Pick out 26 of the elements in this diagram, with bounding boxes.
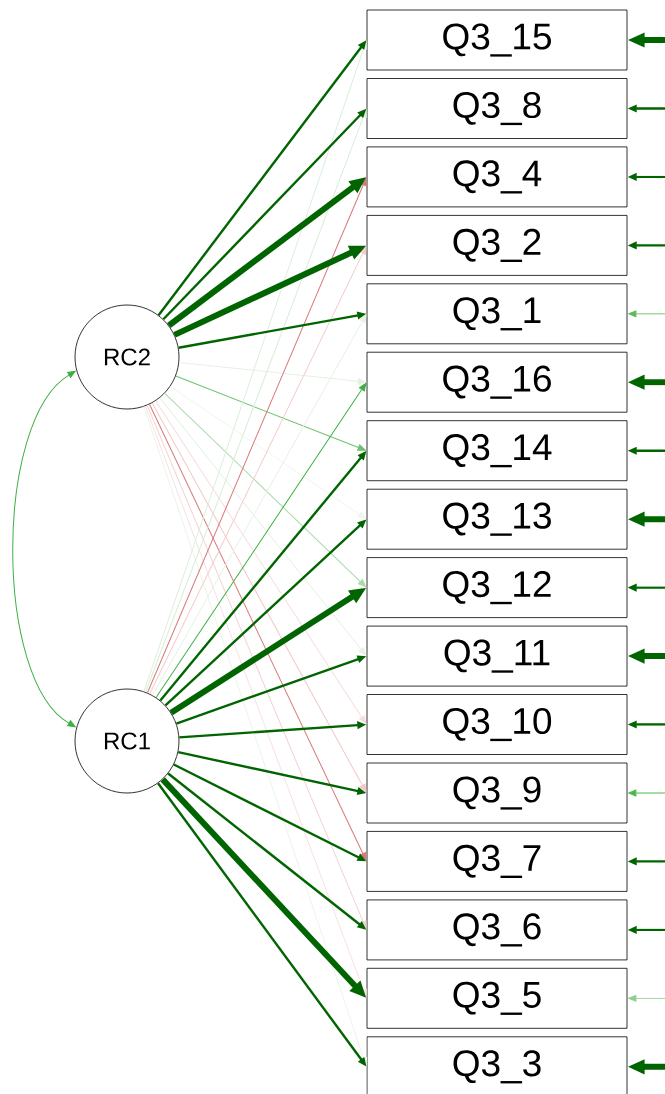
arrow [178,362,366,385]
indicator-box: Q3_12 [366,557,628,618]
arrow [152,314,367,696]
arrow [12,370,76,728]
indicator-box: Q3_7 [366,831,628,892]
indicator-box: Q3_3 [366,1036,628,1094]
indicator-box: Q3_8 [366,78,628,139]
arrow [628,789,665,797]
indicator-box: Q3_2 [366,215,628,276]
indicator-box: Q3_14 [366,420,628,482]
indicator-box: Q3_5 [366,967,628,1029]
indicator-box: Q3_6 [366,899,628,961]
indicator-box: Q3_1 [366,283,628,345]
indicator-box: Q3_11 [366,625,628,687]
arrow [169,385,366,519]
indicator-box: Q3_9 [366,762,628,824]
indicator-box: Q3_16 [366,351,628,413]
indicator-box: Q3_13 [366,488,628,550]
arrow [628,994,665,1002]
arrow [151,402,367,793]
indicator-box: Q3_15 [366,9,628,71]
arrow [159,397,367,656]
arrow [175,375,366,451]
indicator-box: Q3_4 [366,146,628,208]
indicator-box: Q3_10 [366,694,628,755]
arrow [164,392,367,588]
